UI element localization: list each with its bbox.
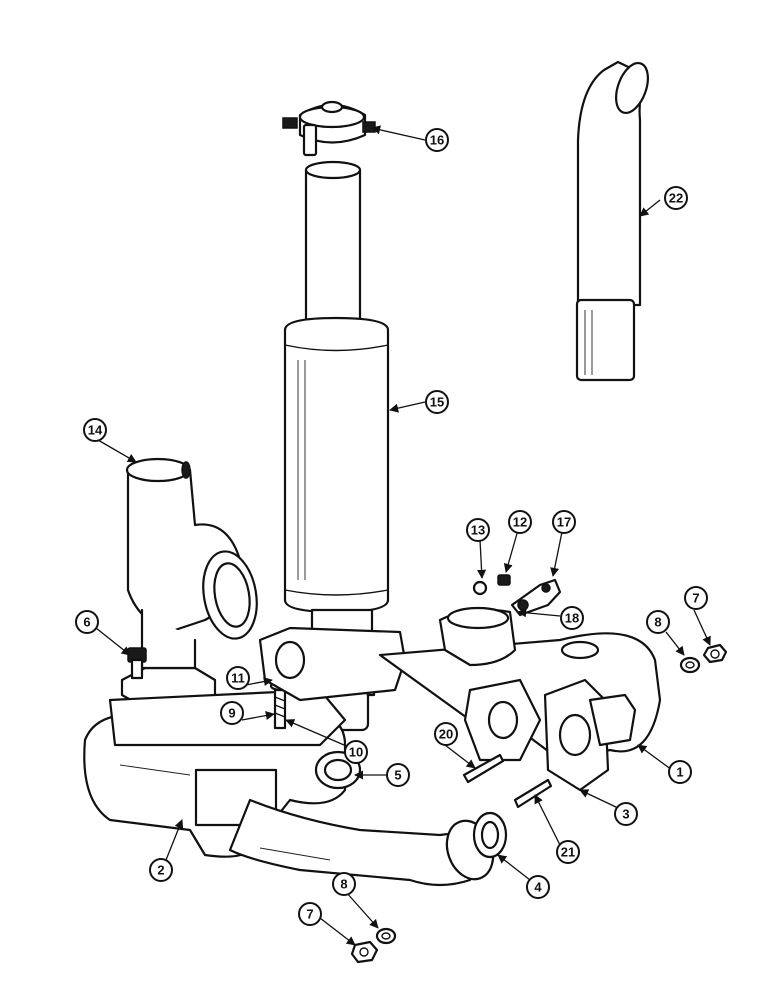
nut-washer-right-part bbox=[679, 643, 728, 674]
callout-5-label: 5 bbox=[394, 768, 401, 783]
callout-14-label: 14 bbox=[88, 423, 103, 438]
callout-11-label: 11 bbox=[231, 671, 245, 686]
callout-11: 11 bbox=[226, 666, 250, 690]
callout-8: 8 bbox=[646, 610, 670, 634]
callout-3-label: 3 bbox=[622, 807, 629, 822]
callout-17: 17 bbox=[552, 510, 576, 534]
callout-14: 14 bbox=[83, 418, 107, 442]
callout-6: 6 bbox=[75, 610, 99, 634]
callout-22: 22 bbox=[664, 186, 688, 210]
callout-15: 15 bbox=[425, 390, 449, 414]
callout-21-label: 21 bbox=[561, 845, 575, 860]
callout-12: 12 bbox=[508, 510, 532, 534]
callout-13: 13 bbox=[466, 518, 490, 542]
tail-pipe-part bbox=[575, 60, 649, 382]
lower-manifold-part bbox=[83, 688, 495, 887]
callout-10: 10 bbox=[344, 740, 368, 764]
callout-16: 16 bbox=[425, 128, 449, 152]
callout-4: 4 bbox=[526, 875, 550, 899]
small-gasket-part bbox=[472, 811, 508, 859]
callout-21: 21 bbox=[556, 840, 580, 864]
upper-manifold-part bbox=[258, 606, 662, 762]
callout-7: 7 bbox=[684, 586, 708, 610]
callout-9: 9 bbox=[220, 701, 244, 725]
callout-4-label: 4 bbox=[534, 880, 542, 895]
callout-9-label: 9 bbox=[228, 706, 235, 721]
callout-16-label: 16 bbox=[430, 133, 444, 148]
callout-22-label: 22 bbox=[669, 191, 683, 206]
callout-3: 3 bbox=[614, 802, 638, 826]
callout-10-label: 10 bbox=[349, 745, 363, 760]
callout-7-bottom-label: 7 bbox=[306, 907, 313, 922]
callout-18: 18 bbox=[560, 606, 584, 630]
studs-part bbox=[462, 753, 553, 809]
callout-1: 1 bbox=[668, 760, 692, 784]
bolt-part bbox=[127, 647, 147, 680]
callout-1-label: 1 bbox=[676, 765, 683, 780]
callout-2: 2 bbox=[149, 858, 173, 882]
callout-7-bottom: 7 bbox=[298, 902, 322, 926]
callout-18-label: 18 bbox=[565, 611, 579, 626]
callout-13-label: 13 bbox=[471, 523, 485, 538]
callout-6-label: 6 bbox=[83, 615, 90, 630]
clamp-part bbox=[282, 100, 376, 157]
callout-12-label: 12 bbox=[513, 515, 527, 530]
callout-2-label: 2 bbox=[157, 863, 164, 878]
leader-lines bbox=[95, 125, 711, 946]
callout-8-label: 8 bbox=[654, 615, 661, 630]
nut-washer-bottom-part bbox=[350, 927, 397, 964]
callout-15-label: 15 bbox=[430, 395, 444, 410]
callout-20-label: 20 bbox=[439, 727, 453, 742]
callout-17-label: 17 bbox=[557, 515, 571, 530]
flange-gasket-part bbox=[543, 678, 637, 792]
callout-8-bottom-label: 8 bbox=[340, 877, 347, 892]
callout-20: 20 bbox=[434, 722, 458, 746]
callout-8-bottom: 8 bbox=[332, 872, 356, 896]
callout-5: 5 bbox=[386, 763, 410, 787]
callout-7-label: 7 bbox=[692, 591, 699, 606]
